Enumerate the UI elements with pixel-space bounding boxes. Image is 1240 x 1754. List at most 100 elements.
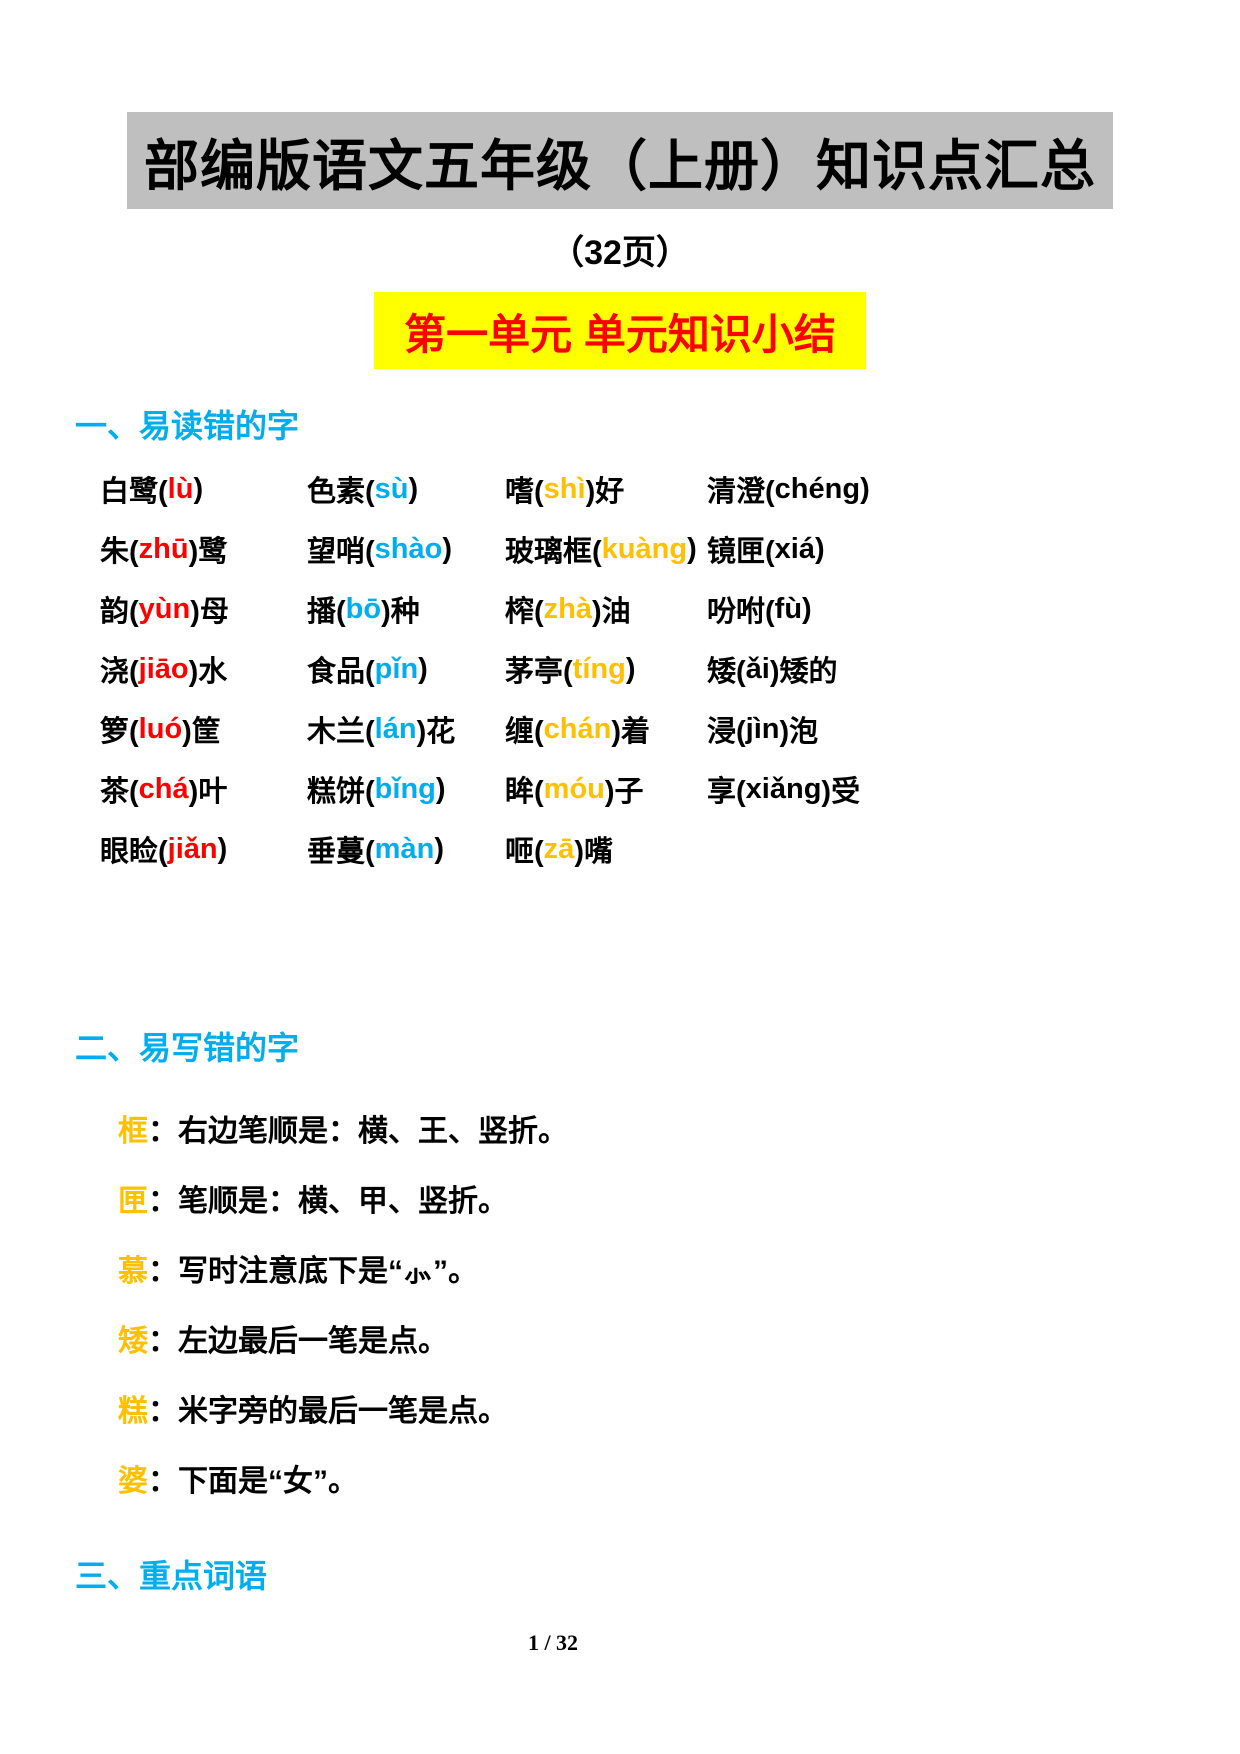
pinyin-text: ǎi: [745, 652, 770, 685]
hanzi-text: )筐: [182, 716, 221, 748]
word-entry: 清澄(chéng): [707, 459, 1240, 519]
pinyin-text: lán: [374, 712, 417, 745]
hanzi-text: )叶: [188, 776, 228, 808]
note-character: 婆: [118, 1465, 148, 1498]
word-entry: 浸(jìn)泡: [707, 699, 1240, 759]
hanzi-text: )母: [190, 596, 229, 628]
word-entry: 白鹭(lù): [100, 459, 307, 519]
hanzi-text: ): [442, 532, 453, 565]
stroke-note-item: 匣：笔顺是：横、甲、竖折。: [118, 1163, 1240, 1233]
hanzi-text: 食品(: [307, 656, 375, 688]
hanzi-text: 浸(: [707, 716, 746, 748]
pinyin-text: fù: [774, 592, 803, 625]
word-entry: 播(bō)种: [307, 579, 505, 639]
pinyin-text: chéng: [774, 472, 861, 505]
word-entry: 食品(pǐn): [307, 639, 505, 699]
document-title: 部编版语文五年级（上册）知识点汇总: [143, 134, 1096, 197]
word-entry: 糕饼(bǐng): [307, 759, 505, 819]
pinyin-text: tíng: [572, 652, 626, 685]
hanzi-text: )花: [416, 716, 456, 748]
hanzi-text: ): [193, 472, 204, 505]
hanzi-text: 嗜(: [505, 476, 544, 508]
word-entry: 玻璃框(kuàng): [505, 519, 707, 579]
pinyin-text: xiǎng: [745, 772, 822, 805]
pinyin-text: lù: [167, 472, 194, 505]
hanzi-text: 享(: [707, 776, 746, 808]
stroke-note-item: 婆：下面是“女”。: [118, 1443, 1240, 1513]
pinyin-text: yùn: [138, 592, 191, 625]
pinyin-text: jiāo: [138, 652, 189, 685]
hanzi-text: ): [625, 652, 636, 685]
hanzi-text: ): [860, 472, 870, 505]
unit-banner: 第一单元 单元知识小结: [374, 292, 866, 369]
note-character: 匣: [118, 1185, 148, 1218]
section1-heading: 一、易读错的字: [75, 408, 300, 444]
hanzi-text: )嘴: [574, 836, 613, 868]
word-entry: 咂(zā)嘴: [505, 819, 707, 879]
word-entry: 眸(móu)子: [505, 759, 707, 819]
pinyin-text: xiá: [774, 532, 815, 565]
hanzi-text: 咂(: [505, 836, 544, 868]
note-character: 框: [118, 1115, 148, 1148]
hanzi-text: 色素(: [307, 476, 375, 508]
word-entry: 缠(chán)着: [505, 699, 707, 759]
hanzi-text: )种: [381, 596, 420, 628]
word-entry: 箩(luó)筐: [100, 699, 307, 759]
hanzi-text: )好: [585, 476, 625, 508]
pinyin-text: chá: [138, 772, 189, 805]
hanzi-text: 榨(: [505, 596, 544, 628]
miswritten-notes-list: 框：右边笔顺是：横、王、竖折。匣：笔顺是：横、甲、竖折。慕：写时注意底下是“⺗”…: [118, 1093, 1240, 1513]
misread-words-grid: 白鹭(lù)色素(sù)嗜(shì)好清澄(chéng)朱(zhū)鹭望哨(sh…: [100, 459, 1240, 879]
hanzi-text: )水: [188, 656, 228, 688]
pinyin-text: zā: [543, 832, 575, 865]
hanzi-text: 茶(: [100, 776, 139, 808]
note-character: 慕: [118, 1255, 148, 1288]
hanzi-text: )油: [592, 596, 631, 628]
hanzi-text: 韵(: [100, 596, 139, 628]
pinyin-text: bō: [345, 592, 382, 625]
word-entry: 垂蔓(màn): [307, 819, 505, 879]
pinyin-text: luó: [138, 712, 183, 745]
word-entry: 眼睑(jiǎn): [100, 819, 307, 879]
hanzi-text: 朱(: [100, 536, 139, 568]
stroke-note-item: 糕：米字旁的最后一笔是点。: [118, 1373, 1240, 1443]
hanzi-text: ): [802, 592, 812, 625]
hanzi-text: 浇(: [100, 656, 139, 688]
word-entry: 望哨(shào): [307, 519, 505, 579]
section3-heading: 三、重点词语: [75, 1558, 268, 1594]
word-entry: 吩咐(fù): [707, 579, 1240, 639]
hanzi-text: )泡: [779, 716, 819, 748]
pinyin-text: chán: [543, 712, 612, 745]
note-text: ：写时注意底下是“⺗”。: [148, 1255, 478, 1288]
pinyin-text: shào: [374, 532, 443, 565]
hanzi-text: )鹭: [188, 536, 228, 568]
pinyin-text: zhà: [543, 592, 593, 625]
hanzi-text: ): [435, 772, 446, 805]
hanzi-text: )受: [821, 776, 861, 808]
page-count-subtitle: （32页）: [550, 234, 690, 272]
stroke-note-item: 框：右边笔顺是：横、王、竖折。: [118, 1093, 1240, 1163]
word-entry: 茅亭(tíng): [505, 639, 707, 699]
note-text: ：下面是“女”。: [148, 1465, 358, 1498]
hanzi-text: ): [815, 532, 825, 565]
word-entry: 茶(chá)叶: [100, 759, 307, 819]
hanzi-text: 镜匣(: [707, 536, 775, 568]
hanzi-text: 糕饼(: [307, 776, 375, 808]
word-entry: 木兰(lán)花: [307, 699, 505, 759]
stroke-note-item: 慕：写时注意底下是“⺗”。: [118, 1233, 1240, 1303]
pinyin-text: kuàng: [601, 532, 688, 565]
pinyin-text: zhū: [138, 532, 189, 565]
document-title-banner: 部编版语文五年级（上册）知识点汇总: [127, 112, 1113, 209]
hanzi-text: 箩(: [100, 716, 139, 748]
hanzi-text: 播(: [307, 596, 346, 628]
pinyin-text: bǐng: [374, 772, 436, 805]
word-entry: 榨(zhà)油: [505, 579, 707, 639]
note-character: 矮: [118, 1325, 148, 1358]
note-text: ：右边笔顺是：横、王、竖折。: [148, 1115, 568, 1148]
hanzi-text: 玻璃框(: [505, 536, 602, 568]
hanzi-text: 望哨(: [307, 536, 375, 568]
hanzi-text: )矮的: [769, 656, 838, 688]
hanzi-text: 清澄(: [707, 476, 775, 508]
pinyin-text: sù: [374, 472, 409, 505]
unit-banner-wrap: 第一单元 单元知识小结: [0, 292, 1240, 369]
